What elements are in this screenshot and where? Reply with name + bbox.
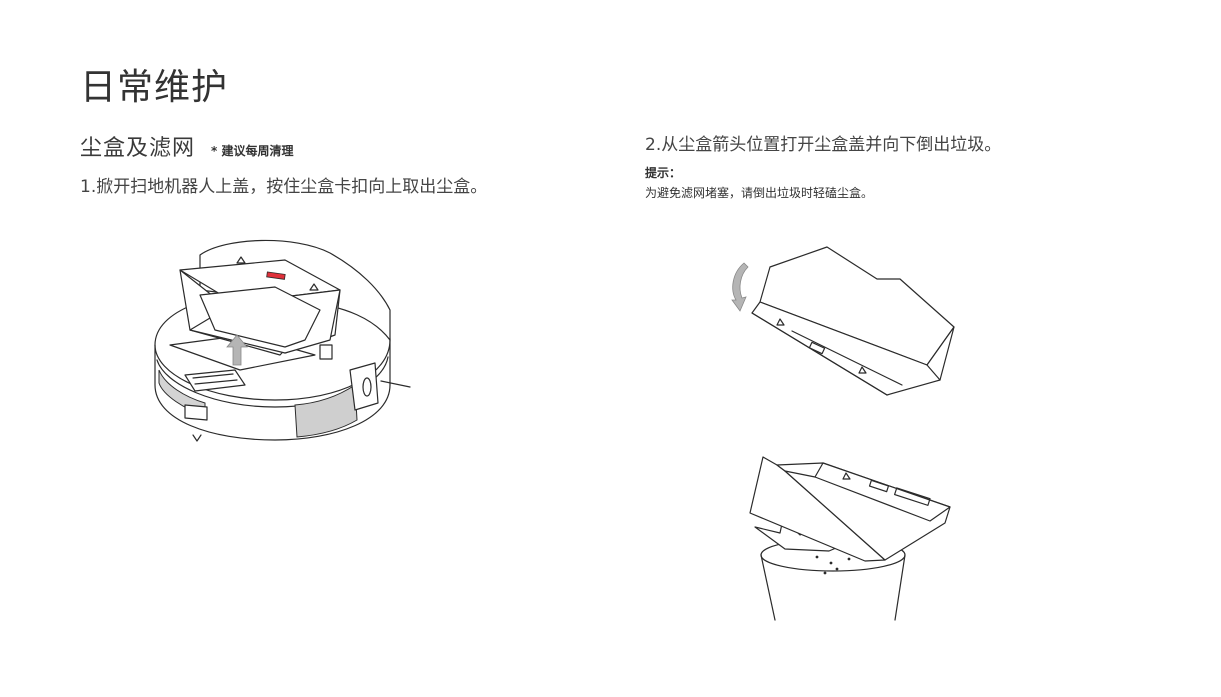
dustbin-emptying-illustration bbox=[749, 456, 951, 621]
dustbin-open-illustration bbox=[731, 246, 955, 396]
step-1-instruction: 1.掀开扫地机器人上盖，按住尘盒卡扣向上取出尘盒。 bbox=[80, 177, 488, 197]
step-2-instruction: 2.从尘盒箭头位置打开尘盒盖并向下倒出垃圾。 bbox=[645, 135, 1002, 155]
section-note: * 建议每周清理 bbox=[211, 144, 294, 158]
robot-dustbin-removal-illustration bbox=[154, 239, 411, 442]
section-heading: 尘盒及滤网 * 建议每周清理 bbox=[80, 130, 293, 162]
tip-text: 为避免滤网堵塞，请倒出垃圾时轻磕尘盒。 bbox=[645, 186, 874, 200]
tip-label: 提示： bbox=[645, 166, 682, 180]
page-title: 日常维护 bbox=[80, 67, 229, 108]
section-title: 尘盒及滤网 bbox=[80, 136, 196, 161]
